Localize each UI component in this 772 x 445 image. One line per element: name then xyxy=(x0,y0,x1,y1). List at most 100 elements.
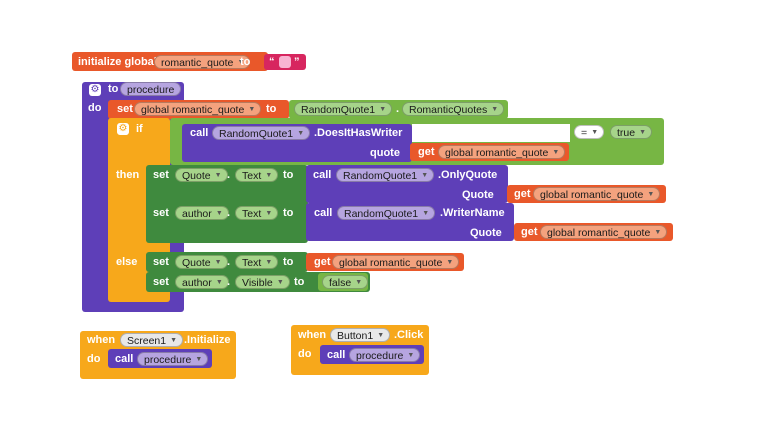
else2-dot: . xyxy=(227,276,231,288)
chevron-down-icon: ▼ xyxy=(407,352,415,359)
else1-get-var-chip[interactable]: global romantic_quote▼ xyxy=(332,255,460,269)
then2-property-chip[interactable]: Text▼ xyxy=(235,206,279,220)
event2-do-label: do xyxy=(298,348,312,360)
then1-property-chip[interactable]: Text▼ xyxy=(235,168,279,182)
chevron-down-icon: ▼ xyxy=(422,210,430,217)
chevron-down-icon: ▼ xyxy=(591,129,599,136)
then2-dot: . xyxy=(227,207,231,219)
gear-icon[interactable]: ⚙ xyxy=(89,84,101,96)
else1-dot: . xyxy=(227,256,231,268)
then2-param-label: Quote xyxy=(470,227,502,239)
then2-call-label: call xyxy=(314,207,333,219)
chevron-down-icon: ▼ xyxy=(491,106,499,113)
else1-to-label: to xyxy=(283,256,294,268)
set1-dot: . xyxy=(396,103,400,115)
event1-event-label: .Initialize xyxy=(184,334,231,346)
quote-close: ” xyxy=(294,56,300,68)
event2-component-chip[interactable]: Button1▼ xyxy=(330,328,391,342)
then1-component-chip[interactable]: Quote▼ xyxy=(175,168,228,182)
else1-get-label: get xyxy=(314,256,331,268)
proc-do-label: do xyxy=(88,102,102,114)
cond-method-label: .DoesItHasWriter xyxy=(314,127,403,139)
chevron-down-icon: ▼ xyxy=(170,337,178,344)
event1-when-label: when xyxy=(87,334,116,346)
init-to-label: to xyxy=(240,56,251,68)
event1-call-label: call xyxy=(115,353,134,365)
then1-param-label: Quote xyxy=(462,189,494,201)
then1-set-label: set xyxy=(153,169,169,181)
event1-proc-chip[interactable]: procedure▼ xyxy=(137,352,209,366)
false-value-chip[interactable]: false▼ xyxy=(322,275,369,289)
then1-get-label: get xyxy=(514,188,531,200)
chevron-down-icon: ▼ xyxy=(215,210,223,217)
set1-component-chip[interactable]: RandomQuote1▼ xyxy=(294,102,393,116)
then2-call-component-chip[interactable]: RandomQuote1▼ xyxy=(337,206,436,220)
set1-set-label: set xyxy=(117,103,133,115)
quote-open: “ xyxy=(269,56,275,68)
proc-to-label: to xyxy=(108,83,119,95)
set1-to-label: to xyxy=(266,103,277,115)
then1-to-label: to xyxy=(283,169,294,181)
chevron-down-icon: ▼ xyxy=(377,332,385,339)
event1-component-chip[interactable]: Screen1▼ xyxy=(120,333,184,347)
cond-component-chip[interactable]: RandomQuote1▼ xyxy=(212,126,311,140)
then2-set-label: set xyxy=(153,207,169,219)
then2-method-label: .WriterName xyxy=(440,207,505,219)
else2-property-chip[interactable]: Visible▼ xyxy=(235,275,290,289)
then2-component-chip[interactable]: author▼ xyxy=(175,206,229,220)
chevron-down-icon: ▼ xyxy=(654,229,662,236)
else-label: else xyxy=(116,256,138,268)
then2-get-var-chip[interactable]: global romantic_quote▼ xyxy=(540,225,668,239)
else1-property-chip[interactable]: Text▼ xyxy=(235,255,279,269)
then2-get-label: get xyxy=(521,226,538,238)
if-label: if xyxy=(136,123,143,135)
set1-var-chip[interactable]: global romantic_quote▼ xyxy=(134,102,262,116)
cond-call-label: call xyxy=(190,127,209,139)
cond-get-var-chip[interactable]: global romantic_quote▼ xyxy=(438,145,566,159)
chevron-down-icon: ▼ xyxy=(639,129,647,136)
chevron-down-icon: ▼ xyxy=(297,130,305,137)
chevron-down-icon: ▼ xyxy=(265,259,273,266)
cond-get-label: get xyxy=(418,146,435,158)
empty-text-field[interactable] xyxy=(279,56,291,68)
then-label: then xyxy=(116,169,140,181)
then1-dot: . xyxy=(227,169,231,181)
then2-to-label: to xyxy=(283,207,294,219)
chevron-down-icon: ▼ xyxy=(647,191,655,198)
else2-component-chip[interactable]: author▼ xyxy=(175,275,229,289)
chevron-down-icon: ▼ xyxy=(355,279,363,286)
init-var-chip[interactable]: romantic_quote▼ xyxy=(154,55,251,69)
true-value-chip[interactable]: true▼ xyxy=(610,125,653,139)
chevron-down-icon: ▼ xyxy=(446,259,454,266)
event2-when-label: when xyxy=(298,329,327,341)
chevron-down-icon: ▼ xyxy=(214,259,222,266)
chevron-down-icon: ▼ xyxy=(552,149,560,156)
then1-get-var-chip[interactable]: global romantic_quote▼ xyxy=(533,187,661,201)
event2-call-label: call xyxy=(327,349,346,361)
event2-event-label: .Click xyxy=(394,329,424,341)
chevron-down-icon: ▼ xyxy=(214,172,222,179)
then1-call-component-chip[interactable]: RandomQuote1▼ xyxy=(336,168,435,182)
then1-call-label: call xyxy=(313,169,332,181)
chevron-down-icon: ▼ xyxy=(421,172,429,179)
chevron-down-icon: ▼ xyxy=(276,279,284,286)
procedure-name-field[interactable]: procedure xyxy=(120,82,182,96)
init-label: initialize global xyxy=(78,56,157,68)
equals-operator-dropdown[interactable]: =▼ xyxy=(574,125,605,139)
gear-icon[interactable]: ⚙ xyxy=(117,123,129,135)
chevron-down-icon: ▼ xyxy=(265,172,273,179)
empty-slot xyxy=(412,124,570,142)
chevron-down-icon: ▼ xyxy=(379,106,387,113)
else2-to-label: to xyxy=(294,276,305,288)
chevron-down-icon: ▼ xyxy=(215,279,223,286)
else1-set-label: set xyxy=(153,256,169,268)
chevron-down-icon: ▼ xyxy=(248,106,256,113)
set1-property-chip[interactable]: RomanticQuotes▼ xyxy=(402,102,505,116)
else2-set-label: set xyxy=(153,276,169,288)
else1-component-chip[interactable]: Quote▼ xyxy=(175,255,228,269)
cond-param-label: quote xyxy=(370,147,400,159)
chevron-down-icon: ▼ xyxy=(265,210,273,217)
event1-do-label: do xyxy=(87,353,101,365)
event2-proc-chip[interactable]: procedure▼ xyxy=(349,348,421,362)
then1-method-label: .OnlyQuote xyxy=(438,169,498,181)
